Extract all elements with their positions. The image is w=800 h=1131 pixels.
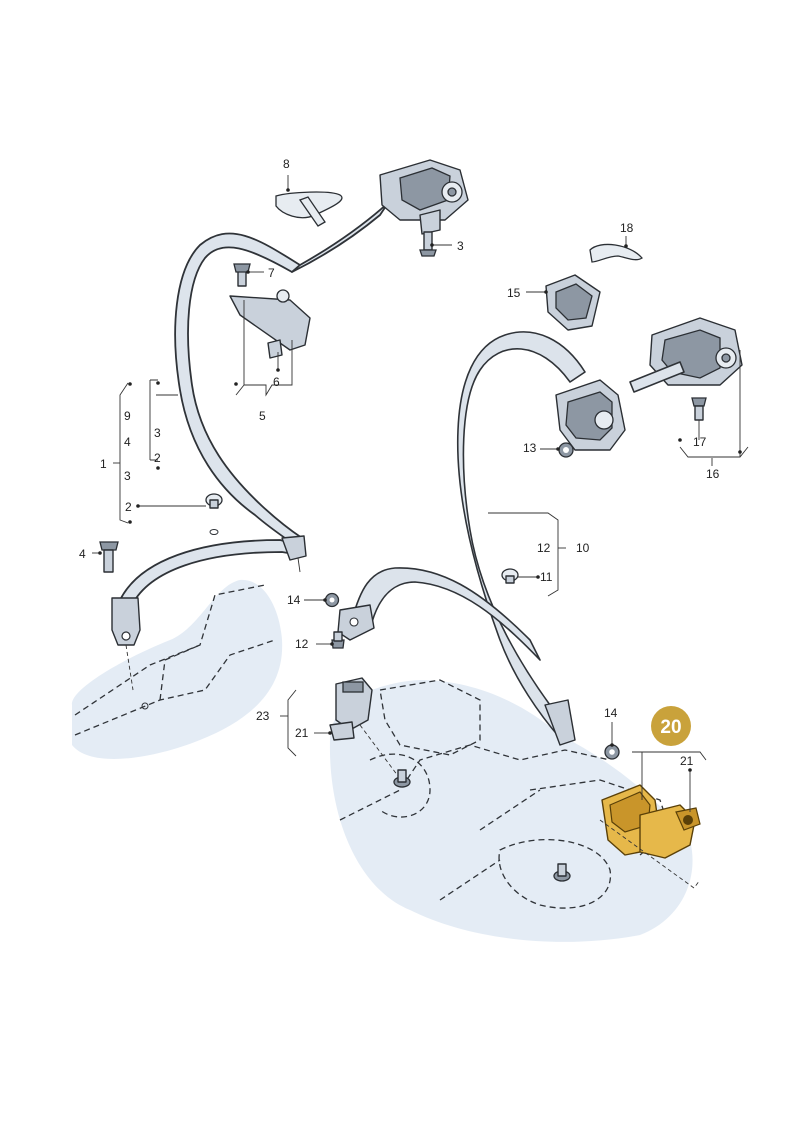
callout-4-left-group: 4: [124, 435, 131, 449]
bolt-anchor-right: [553, 863, 571, 882]
callout-3-inner: 3: [154, 426, 161, 440]
clip-11: [501, 568, 519, 584]
callout-21-right: 21: [680, 754, 694, 768]
cable-clip-8: [275, 191, 343, 227]
leader-dots: [98, 188, 742, 772]
leader-lines: [92, 175, 749, 889]
callout-6: 6: [273, 375, 280, 389]
trim-strip-18: [589, 243, 643, 263]
clip-2-left: [205, 493, 223, 535]
right-seat-belt-webbing: [351, 331, 586, 746]
mounting-bracket-5: [229, 289, 311, 359]
nut-14-left: [324, 592, 340, 608]
bolt-17: [691, 397, 707, 421]
callout-21-left: 21: [295, 726, 309, 740]
callout-4: 4: [79, 547, 86, 561]
left-seat-belt-webbing: [119, 202, 389, 606]
bolt-4-left: [99, 541, 119, 573]
nut-13: [558, 442, 574, 458]
callout-3-top: 3: [457, 239, 464, 253]
belt-end-fitting-left: [111, 597, 141, 691]
belt-retractor-top-left: [379, 159, 469, 235]
callout-9: 9: [124, 409, 131, 423]
trim-cover-15: [545, 274, 601, 331]
belt-retractor-center: [555, 379, 626, 451]
callout-2-inner: 2: [154, 451, 161, 465]
belt-anchor-bracket: [337, 604, 375, 641]
callout-8: 8: [283, 157, 290, 171]
callout-12-left: 12: [295, 637, 309, 651]
belt-retractor-right: [629, 317, 743, 393]
callout-11: 11: [540, 570, 553, 584]
callout-23: 23: [256, 709, 270, 723]
callout-13: 13: [523, 441, 537, 455]
callout-18: 18: [620, 221, 634, 235]
bolt-anchor-center: [393, 769, 411, 788]
belt-buckle-23: [329, 677, 399, 777]
bolt-7: [233, 263, 251, 287]
rear-seat-cushion-left: [71, 579, 283, 759]
callout-5: 5: [259, 409, 266, 423]
callout-1: 1: [100, 457, 107, 471]
callout-3-left-group: 3: [124, 469, 131, 483]
callout-7: 7: [268, 266, 275, 280]
highlight-badge-label: 20: [660, 717, 681, 738]
callout-17: 17: [693, 435, 707, 449]
callout-labels: 8 3 7 6 5 9 4 3 3 2 1 2 4 13 15 18 17 16…: [79, 157, 720, 768]
callout-12-right: 12: [537, 541, 551, 555]
highlighted-buckle-assembly-20[interactable]: [601, 784, 701, 859]
bolt-3-top: [419, 231, 437, 257]
callout-14-right: 14: [604, 706, 618, 720]
nut-14-right: [604, 744, 620, 760]
bolt-12: [331, 631, 345, 649]
rear-seat-cushion-right: [329, 679, 693, 942]
callout-2: 2: [125, 500, 132, 514]
highlight-badge-20[interactable]: 20: [651, 706, 691, 746]
belt-guide-left: [281, 535, 307, 573]
callout-14-left: 14: [287, 593, 301, 607]
callout-15: 15: [507, 286, 521, 300]
callout-10: 10: [576, 541, 590, 555]
callout-16: 16: [706, 467, 720, 481]
